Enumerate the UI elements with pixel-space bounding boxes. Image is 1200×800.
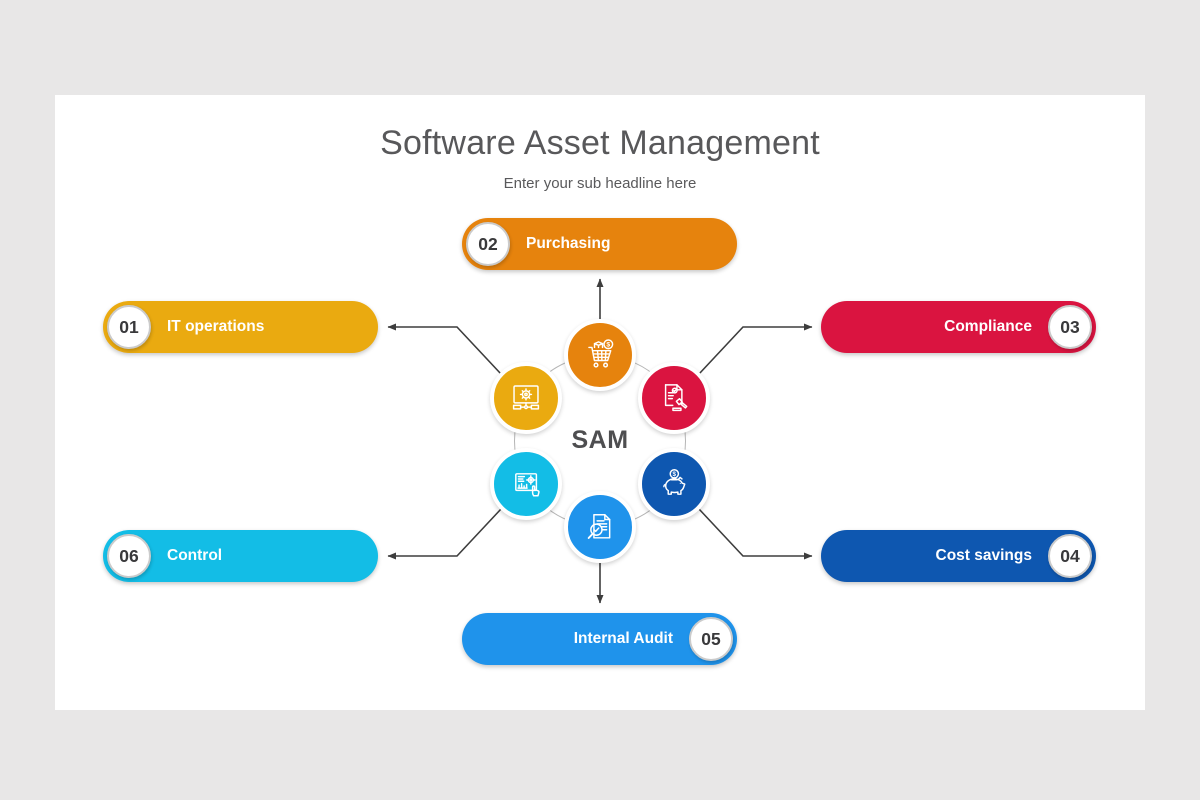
svg-text:$: $ xyxy=(673,471,677,478)
piggy-bank-coin-icon: $ xyxy=(663,468,686,495)
node-label: Control xyxy=(167,547,223,564)
node-number-badge: 06 xyxy=(107,534,151,578)
page-title: Software Asset Management xyxy=(380,124,820,162)
node-label: Purchasing xyxy=(526,235,611,252)
node-number-badge: 01 xyxy=(107,305,151,349)
page-subtitle: Enter your sub headline here xyxy=(503,175,697,192)
document-gavel-icon xyxy=(664,384,688,412)
hub-circle-internal-audit xyxy=(564,491,636,563)
node-pill-purchasing: 02 Purchasing xyxy=(462,218,737,270)
svg-text:$: $ xyxy=(606,342,610,349)
node-number-badge: 04 xyxy=(1048,534,1092,578)
hub-circle-compliance xyxy=(638,362,710,434)
hub-circle-cost-savings: $ xyxy=(638,448,710,520)
node-number-badge: 03 xyxy=(1048,305,1092,349)
node-number-badge: 02 xyxy=(466,222,510,266)
monitor-gear-network-icon xyxy=(512,385,540,410)
tablet-chart-hand-icon xyxy=(515,473,540,497)
node-pill-internal-audit: 05 Internal Audit xyxy=(462,613,737,665)
node-pill-cost-savings: 04 Cost savings xyxy=(821,530,1096,582)
node-label: IT operations xyxy=(167,318,265,335)
hub-label: SAM xyxy=(571,426,629,454)
node-number-badge: 05 xyxy=(689,617,733,661)
node-label: Internal Audit xyxy=(573,630,673,647)
document-magnifier-check-icon xyxy=(587,513,611,539)
hub-circle-it-operations xyxy=(490,362,562,434)
node-label: Compliance xyxy=(944,318,1032,335)
hub-circle-control xyxy=(490,448,562,520)
node-label: Cost savings xyxy=(935,547,1032,564)
shopping-cart-dollar-icon: $ xyxy=(588,339,614,368)
node-pill-compliance: 03 Compliance xyxy=(821,301,1096,353)
hub-circle-purchasing: $ xyxy=(564,319,636,391)
node-pill-it-operations: 01 IT operations xyxy=(103,301,378,353)
node-pill-control: 06 Control xyxy=(103,530,378,582)
